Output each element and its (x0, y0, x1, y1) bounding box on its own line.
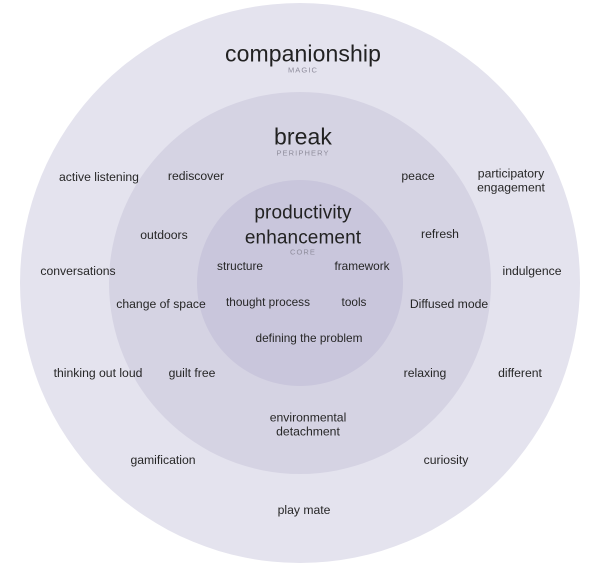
outer-term-different[interactable]: different (498, 365, 542, 380)
middle-ring-subtitle: PERIPHERY (276, 148, 330, 158)
outer-term-thinking-out-loud[interactable]: thinking out loud (53, 365, 143, 380)
outer-term-active-listening[interactable]: active listening (59, 169, 139, 184)
core-term-defining-the-problem[interactable]: defining the problem (255, 331, 363, 346)
outer-term-conversations[interactable]: conversations (40, 263, 116, 278)
middle-term-environmental-detachment[interactable]: environmental detachment (269, 410, 347, 439)
middle-term-change-of-space[interactable]: change of space (116, 296, 206, 311)
middle-term-diffused-mode[interactable]: Diffused mode (409, 296, 489, 311)
core-term-framework[interactable]: framework (334, 259, 390, 274)
core-term-thought-process[interactable]: thought process (226, 295, 310, 310)
middle-term-guilt-free[interactable]: guilt free (168, 365, 216, 380)
middle-ring-title: break (273, 123, 333, 150)
core-term-structure[interactable]: structure (217, 259, 263, 274)
outer-term-play-mate[interactable]: play mate (277, 502, 331, 517)
outer-ring-title: companionship (224, 40, 382, 67)
core-title: productivity enhancement (244, 202, 362, 248)
outer-term-indulgence[interactable]: indulgence (502, 263, 562, 278)
outer-term-gamification[interactable]: gamification (130, 452, 196, 467)
core-circle (197, 180, 403, 386)
outer-term-participatory-engagement[interactable]: participatory engagement (477, 166, 545, 195)
outer-ring-subtitle: MAGIC (287, 65, 319, 75)
core-subtitle: CORE (289, 247, 317, 257)
middle-term-outdoors[interactable]: outdoors (140, 227, 188, 242)
core-term-tools[interactable]: tools (341, 295, 367, 310)
middle-term-refresh[interactable]: refresh (421, 226, 459, 241)
middle-term-relaxing[interactable]: relaxing (403, 365, 447, 380)
outer-term-curiosity[interactable]: curiosity (423, 452, 469, 467)
middle-term-rediscover[interactable]: rediscover (167, 168, 225, 183)
middle-term-peace[interactable]: peace (401, 168, 435, 183)
